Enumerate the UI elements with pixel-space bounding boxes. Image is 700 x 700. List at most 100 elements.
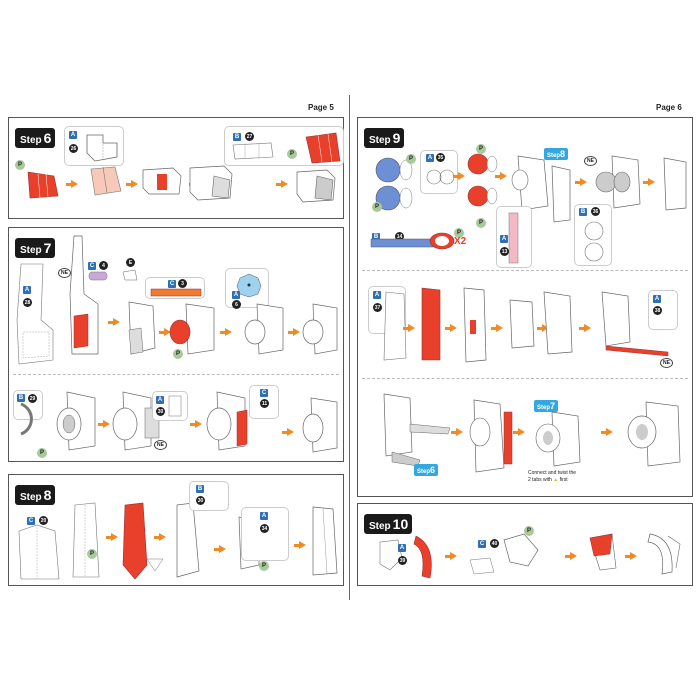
section-separator [362, 378, 688, 379]
p-marker: P [476, 144, 486, 154]
assembly-icon [312, 506, 338, 576]
part-number: 29 [28, 394, 37, 403]
assembly-icon [469, 399, 505, 473]
red-part-icon [27, 171, 59, 199]
warning-triangle-icon: ▲ [553, 477, 559, 483]
small-part-icon [146, 558, 164, 572]
part-outline-icon [72, 502, 100, 578]
step-number: 6 [43, 130, 52, 146]
part-outline-icon [383, 291, 407, 361]
ring-part-icon [426, 169, 455, 185]
p-marker: P [287, 149, 297, 159]
part-number: 6 [232, 300, 241, 309]
red-part-icon [305, 132, 341, 164]
part-number: 26 [69, 144, 78, 153]
arrow-icon [537, 324, 549, 332]
part-number: 40 [490, 539, 499, 548]
part-number: 11 [260, 399, 269, 408]
ref-step-number: 8 [560, 149, 566, 159]
label-b: B [17, 394, 25, 402]
assembly-icon [56, 391, 96, 451]
p-marker: P [454, 228, 464, 238]
arrow-icon [601, 428, 613, 436]
red-part-icon [413, 535, 432, 579]
arrow-icon [451, 428, 463, 436]
assembly-icon [302, 397, 338, 453]
pink-strip-icon [508, 212, 519, 264]
final-assembly-icon [627, 401, 681, 467]
arrow-icon [106, 533, 118, 541]
fold-part-icon [90, 166, 122, 196]
section-separator [13, 374, 339, 375]
part-number: 4 [99, 261, 108, 270]
assembly-icon [69, 235, 99, 355]
step-number: 9 [392, 130, 401, 146]
arrow-icon [565, 552, 577, 560]
assembly-icon [296, 169, 336, 203]
p-marker: P [259, 561, 269, 571]
ne-marker: NE [584, 156, 597, 166]
ring-part-icon [584, 221, 604, 262]
part-panel-30: A 30 [152, 391, 188, 421]
part-number-e: E [126, 258, 135, 267]
twist-instruction: Connect and twist the 2 tabs with ▲ firs… [528, 470, 576, 484]
part-number: 34 [260, 524, 269, 533]
part-panel-11: C 11 [249, 385, 279, 419]
section-separator [362, 270, 688, 271]
assembly-icon [543, 291, 573, 355]
step-word: Step [20, 245, 42, 256]
part-number: 30 [196, 496, 205, 505]
ref-step-8: Step8 [544, 148, 569, 160]
label-a: A [373, 291, 381, 299]
step-number: 8 [43, 487, 52, 503]
part-number: 13 [500, 247, 509, 256]
ref-step-word: Step [547, 153, 561, 159]
assembly-icon [189, 165, 233, 201]
part-outline-icon [18, 524, 60, 580]
arrow-icon [403, 324, 415, 332]
label-c: C [168, 280, 176, 288]
arrow-icon [288, 328, 300, 336]
part-number: 3 [178, 279, 187, 288]
part-number: 35 [436, 153, 445, 162]
p-marker: P [476, 218, 486, 228]
arrow-icon [190, 420, 202, 428]
part-number: 27 [245, 132, 254, 141]
assembly-icon [663, 157, 687, 211]
arrow-icon [491, 324, 503, 332]
arrow-icon [575, 178, 587, 186]
red-part-icon [421, 287, 441, 361]
step-number: 10 [392, 516, 409, 532]
p-marker: P [372, 202, 382, 212]
p-marker: P [173, 349, 183, 359]
assembly-icon [383, 393, 451, 467]
part-number: 36 [591, 207, 600, 216]
label-c: C [478, 540, 486, 548]
part-panel-26: A 26 [64, 126, 124, 166]
assembly-icon [509, 299, 535, 349]
label-a: A [653, 295, 661, 303]
red-goggles-icon [467, 153, 498, 207]
arrow-icon [108, 318, 120, 326]
p-marker: P [524, 526, 534, 536]
part-number: 28 [23, 298, 32, 307]
arrow-icon [625, 552, 637, 560]
step-number: 7 [43, 240, 52, 256]
small-part-icon [122, 269, 138, 281]
arc-part-icon [20, 402, 33, 436]
part-number: 37 [373, 303, 382, 312]
red-strip-icon [503, 411, 513, 465]
label-a: A [232, 291, 240, 299]
arrow-icon [513, 428, 525, 436]
step-word: Step [369, 135, 391, 146]
note-line-3: first [559, 477, 568, 483]
assembly-icon [463, 287, 487, 363]
page-6-label: Page 6 [656, 103, 682, 112]
part-panel-29: B 29 [13, 390, 43, 420]
label-b: B [196, 485, 204, 493]
label-a: A [69, 131, 77, 139]
ne-marker: NE [58, 268, 71, 278]
part-panel-30: B 30 [189, 481, 229, 511]
